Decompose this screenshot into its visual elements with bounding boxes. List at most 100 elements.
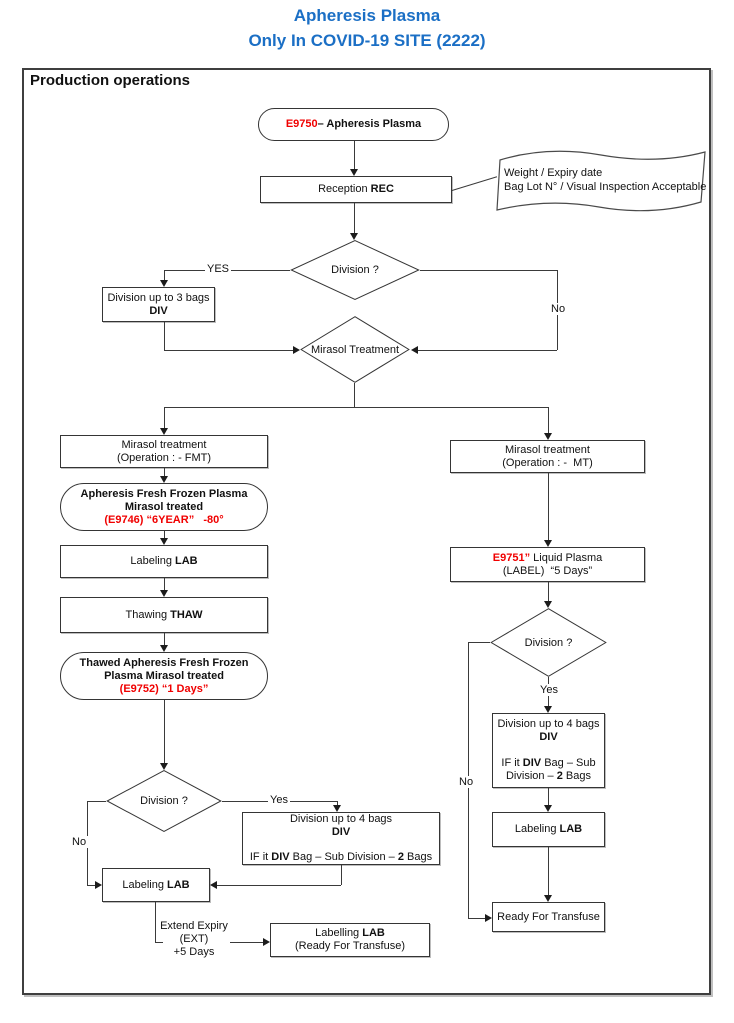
arrowhead bbox=[411, 346, 418, 354]
div-4-left-if-num: 2 bbox=[397, 851, 404, 863]
thawing-op-code: THAW bbox=[170, 608, 203, 621]
arrowhead bbox=[210, 881, 217, 889]
e9751-line2: (LABEL) “5 Days” bbox=[502, 564, 593, 577]
connector bbox=[164, 578, 165, 590]
arrowhead bbox=[160, 763, 168, 770]
connector bbox=[548, 788, 549, 805]
arrowhead bbox=[544, 706, 552, 713]
edge-label-no2: No bbox=[70, 836, 89, 848]
connector bbox=[548, 582, 549, 601]
arrowhead bbox=[160, 428, 168, 435]
connector bbox=[164, 407, 548, 408]
div-4-right-if-op: DIV bbox=[522, 757, 542, 769]
edge-label-yes2: Yes bbox=[268, 794, 290, 806]
connector bbox=[164, 350, 293, 351]
div-4-left-line1: Division up to 4 bags bbox=[289, 813, 393, 825]
labeling-lab-node-1: Labeling LAB bbox=[60, 545, 268, 578]
div-4-left-if-mid: Bag – Sub Division – bbox=[289, 851, 398, 863]
thawed-line1: Thawed Apheresis Fresh Frozen bbox=[79, 656, 249, 669]
connector bbox=[548, 407, 549, 433]
connector bbox=[354, 383, 355, 407]
connector bbox=[341, 865, 342, 885]
extend-line3: +5 Days bbox=[173, 946, 215, 958]
division-decision-3-label: Division ? bbox=[524, 636, 573, 649]
div-4-bags-right-node: Division up to 4 bags DIV IF it DIV Bag … bbox=[492, 713, 605, 788]
arrowhead bbox=[160, 476, 168, 483]
arrowhead bbox=[160, 645, 168, 652]
connector bbox=[418, 350, 557, 351]
arrowhead bbox=[293, 346, 300, 354]
e9751-code: E9751” bbox=[492, 551, 531, 564]
division-decision-1-label: Division ? bbox=[331, 264, 379, 276]
thawed-line3: (E9752) “1 Days” bbox=[119, 682, 209, 695]
connector bbox=[164, 407, 165, 428]
arrowhead bbox=[544, 601, 552, 608]
labeling-1-label: Labeling bbox=[130, 555, 176, 567]
thawed-affp-node: Thawed Apheresis Fresh Frozen Plasma Mir… bbox=[60, 652, 268, 700]
arrowhead bbox=[544, 433, 552, 440]
connector bbox=[87, 885, 95, 886]
labeling-lab-node-2: Labeling LAB bbox=[102, 868, 210, 902]
e9751-label: Liquid Plasma bbox=[530, 551, 603, 564]
section-heading: Production operations bbox=[30, 72, 191, 89]
labeling-3-label: Labeling bbox=[514, 823, 560, 835]
mirasol-decision: Mirasol Treatment bbox=[300, 316, 410, 383]
connector bbox=[164, 270, 165, 280]
edge-label-no1: No bbox=[549, 303, 568, 315]
div-4-right-line1: Division up to 4 bags bbox=[497, 718, 600, 730]
arrowhead bbox=[333, 805, 341, 812]
connector bbox=[420, 270, 557, 271]
labelling-ready-line2: (Ready For Transfuse) bbox=[294, 940, 406, 952]
start-label: – Apheresis Plasma bbox=[317, 118, 422, 130]
connector bbox=[87, 801, 106, 802]
connector bbox=[164, 322, 165, 350]
labelling-ready-op-code: LAB bbox=[362, 927, 385, 939]
extend-line1: Extend Expiry bbox=[160, 920, 228, 932]
div-4-right-if: IF it bbox=[501, 757, 523, 769]
arrowhead bbox=[544, 895, 552, 902]
arrowhead bbox=[485, 914, 492, 922]
labeling-3-op-code: LAB bbox=[559, 823, 583, 835]
connector bbox=[164, 633, 165, 645]
connector bbox=[548, 847, 549, 895]
reception-node: Reception REC bbox=[260, 176, 452, 203]
reception-op-code: REC bbox=[370, 183, 394, 195]
arrowhead bbox=[160, 538, 168, 545]
note-line1: Weight / Expiry date bbox=[504, 167, 603, 179]
ready-transfuse-node: Ready For Transfuse bbox=[492, 902, 605, 932]
connector bbox=[468, 918, 485, 919]
div-4-left-if-post: Bags bbox=[403, 851, 433, 863]
edge-label-yes1: YES bbox=[205, 263, 232, 275]
labeling-1-op-code: LAB bbox=[175, 555, 198, 567]
affp-line3: (E9746) “6YEAR” -80° bbox=[104, 513, 224, 526]
fmt-line2: (Operation : - FMT) bbox=[116, 451, 212, 464]
connector bbox=[468, 642, 490, 643]
div-4-right-op-code: DIV bbox=[539, 731, 558, 743]
affp-node: Apheresis Fresh Frozen Plasma Mirasol tr… bbox=[60, 483, 268, 531]
affp-line1: Apheresis Fresh Frozen Plasma bbox=[80, 487, 248, 500]
edge-label-yes3: Yes bbox=[538, 684, 560, 696]
connector bbox=[354, 141, 355, 169]
arrowhead bbox=[544, 805, 552, 812]
div-4-right-if-mid: Bag – Sub bbox=[541, 757, 596, 769]
fmt-node: Mirasol treatment (Operation : - FMT) bbox=[60, 435, 268, 468]
connector bbox=[164, 531, 165, 538]
page-title-line1: Apheresis Plasma bbox=[293, 6, 441, 25]
mt-line2: (Operation : - MT) bbox=[502, 456, 593, 469]
connector bbox=[164, 468, 165, 476]
div-3-bags-line1: Division up to 3 bags bbox=[107, 291, 210, 304]
extend-expiry-label: Extend Expiry (EXT) +5 Days bbox=[158, 920, 230, 959]
div-4-right-if-post: Bags bbox=[562, 770, 591, 782]
e9751-node: E9751” Liquid Plasma (LABEL) “5 Days” bbox=[450, 547, 645, 582]
note-line2: Bag Lot N° / Visual Inspection Acceptabl… bbox=[504, 181, 707, 193]
labeling-2-label: Labeling bbox=[122, 878, 168, 891]
thawed-line2: Plasma Mirasol treated bbox=[104, 669, 224, 682]
connector bbox=[548, 473, 549, 540]
labelling-ready-node: Labelling LAB (Ready For Transfuse) bbox=[270, 923, 430, 957]
connector bbox=[217, 885, 341, 886]
mt-line1: Mirasol treatment bbox=[505, 443, 590, 456]
connector bbox=[155, 902, 156, 942]
start-node: E9750– Apheresis Plasma bbox=[258, 108, 449, 141]
document-shape-icon bbox=[496, 150, 706, 212]
inspection-note: Weight / Expiry date Bag Lot N° / Visual… bbox=[495, 147, 710, 215]
